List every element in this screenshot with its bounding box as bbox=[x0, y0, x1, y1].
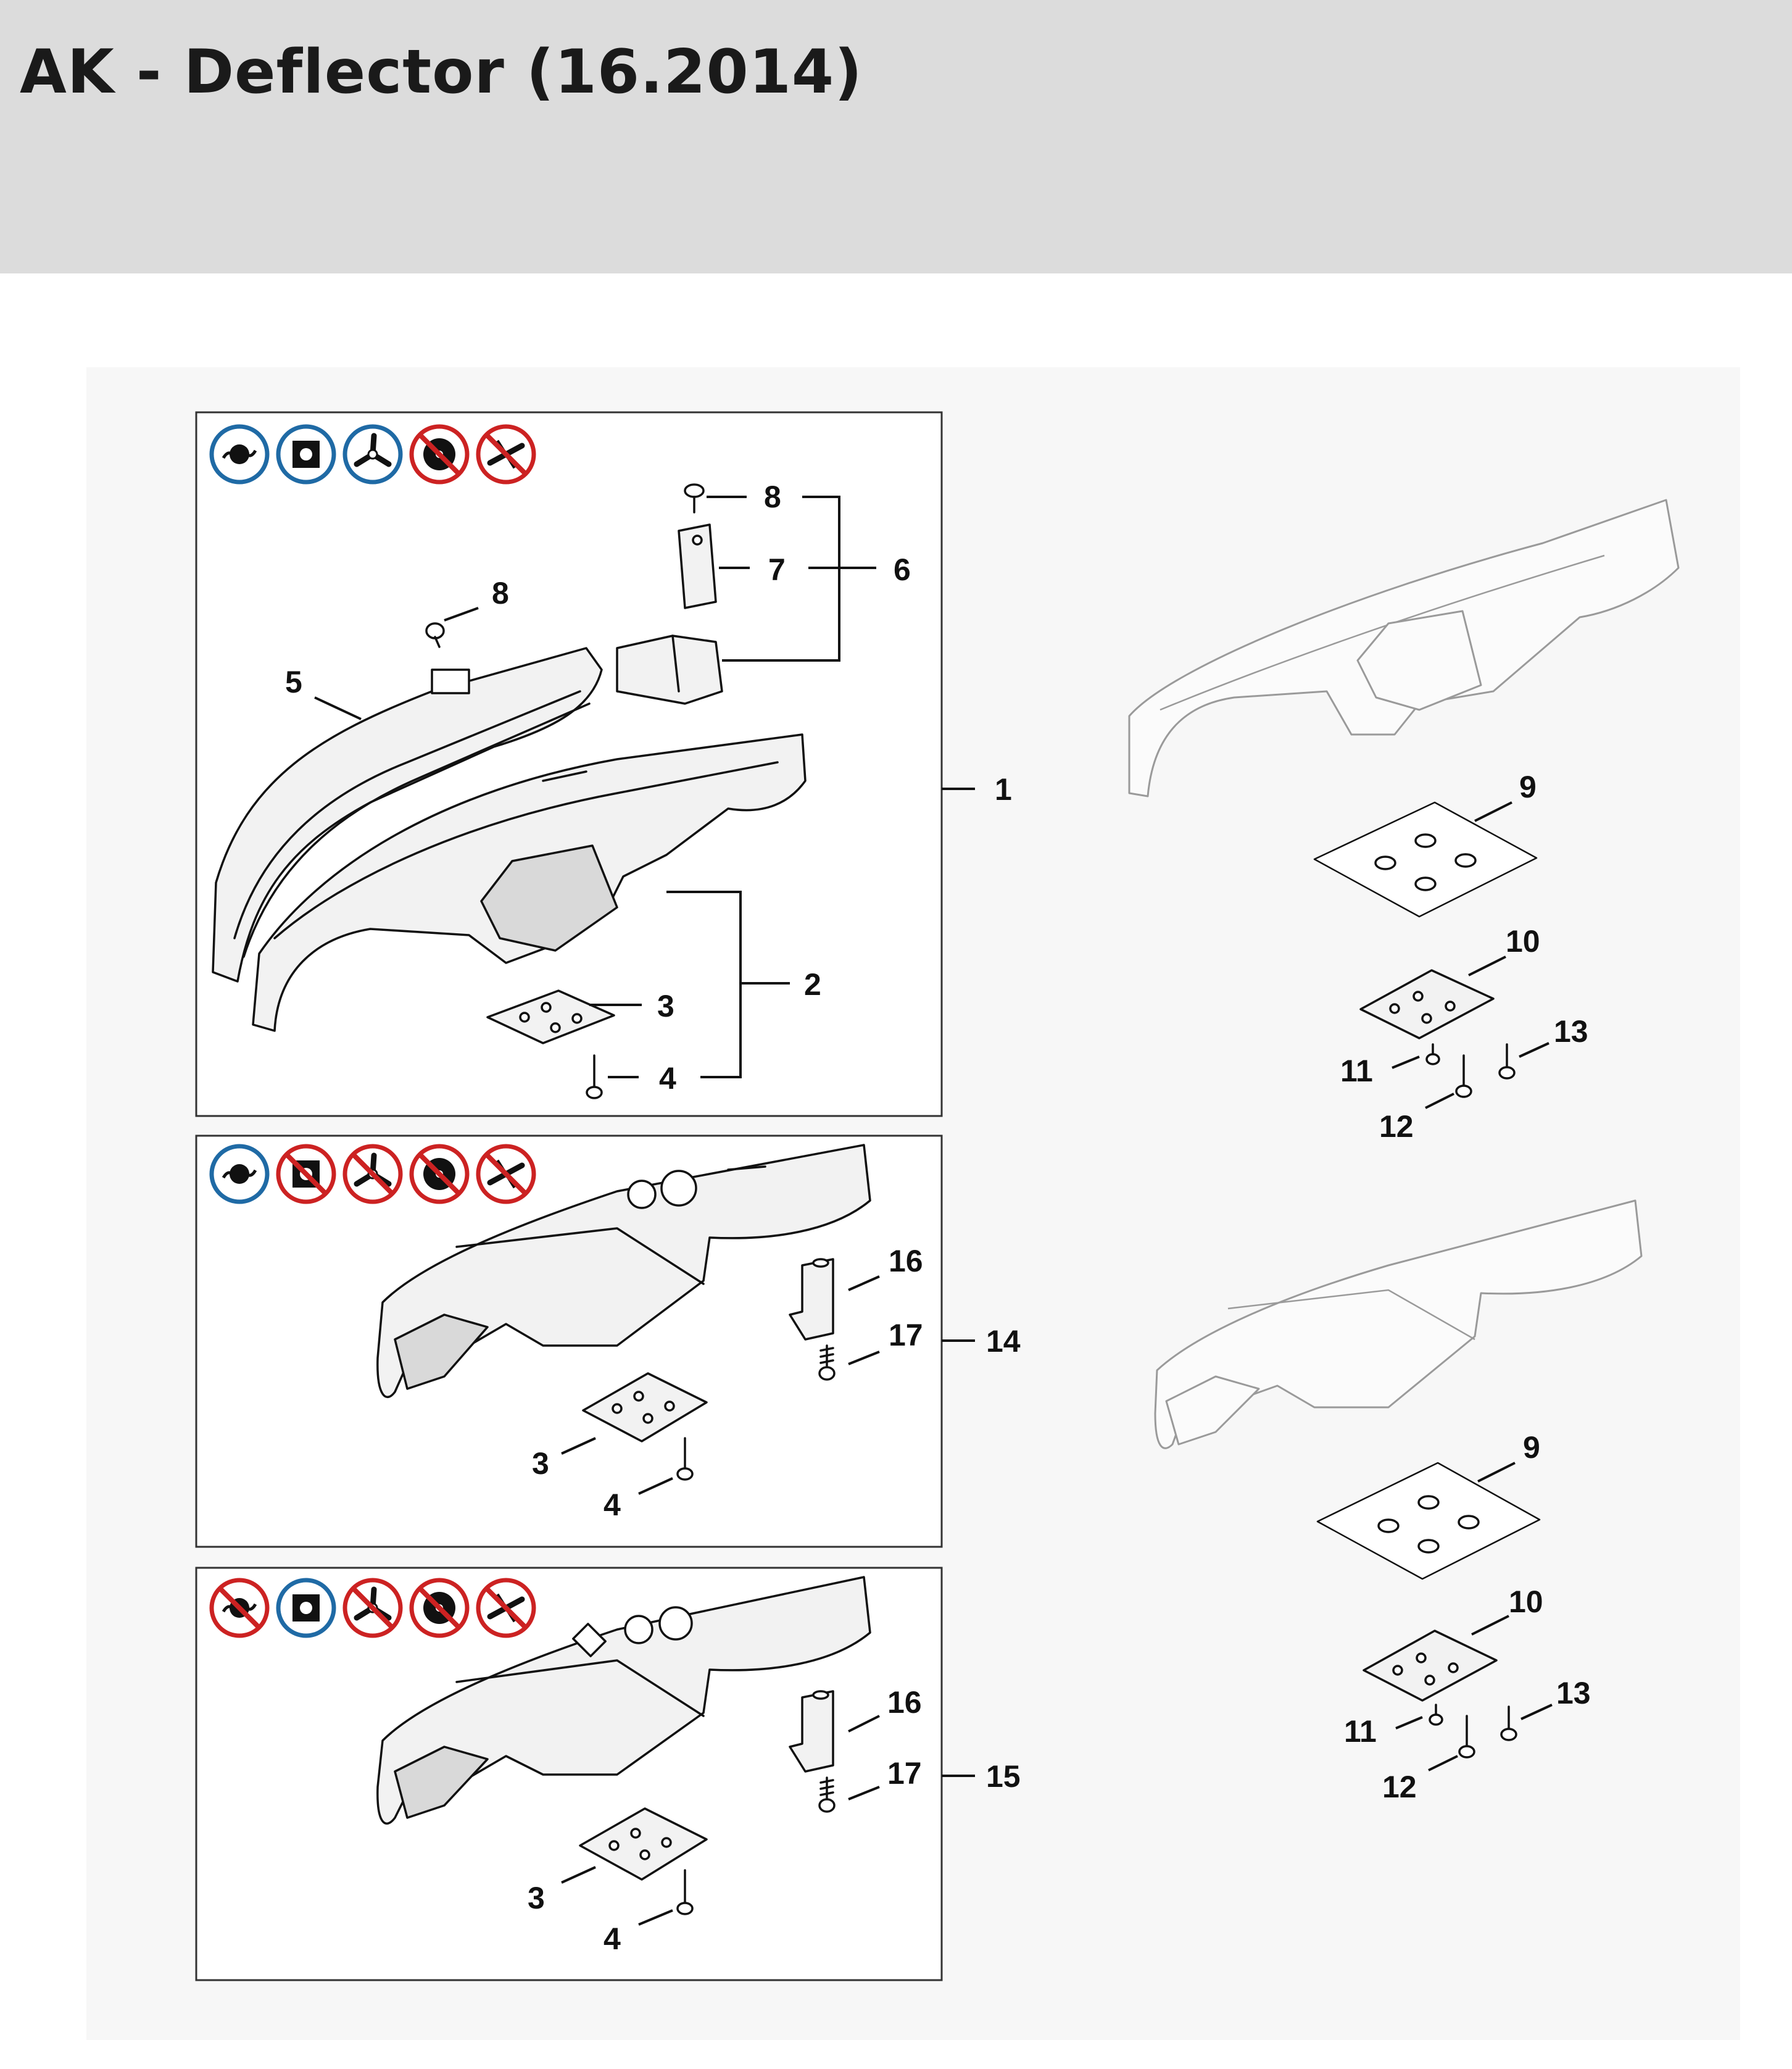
callout-11-b: 11 bbox=[1344, 1714, 1377, 1749]
callout-5: 5 bbox=[285, 665, 302, 699]
bracket-part-16-b[interactable] bbox=[789, 1690, 834, 1773]
bracket-part-16-a[interactable] bbox=[789, 1258, 834, 1341]
two-blade-icon bbox=[476, 1144, 536, 1204]
saw-blade-icon bbox=[409, 1578, 470, 1638]
deflector-part-15[interactable] bbox=[376, 1576, 871, 1825]
callout-6: 6 bbox=[894, 552, 911, 587]
callout-3-c: 3 bbox=[528, 1881, 545, 1915]
callout-4-a: 4 bbox=[659, 1061, 676, 1096]
saw-blade-icon bbox=[409, 1144, 470, 1204]
polycut-head-icon bbox=[276, 1144, 336, 1204]
three-blade-icon bbox=[342, 1578, 403, 1638]
screw-part-13-a[interactable] bbox=[1498, 1043, 1516, 1080]
screw-part-8-upper[interactable] bbox=[684, 483, 705, 514]
callout-16-b: 16 bbox=[887, 1685, 922, 1720]
reference-deflector-top bbox=[1128, 499, 1680, 797]
screw-part-4[interactable] bbox=[586, 1054, 603, 1099]
deflector-part-14[interactable] bbox=[376, 1144, 871, 1399]
icon-row-panel-2 bbox=[209, 1144, 536, 1204]
deflector-part-2[interactable] bbox=[252, 733, 807, 1032]
callout-8-lower: 8 bbox=[492, 576, 509, 610]
two-blade-icon bbox=[476, 1578, 536, 1638]
page-title: AK - Deflector (16.2014) bbox=[20, 37, 863, 107]
icon-row-panel-3 bbox=[209, 1578, 536, 1638]
callout-13-b: 13 bbox=[1556, 1676, 1591, 1710]
screw-part-12-a[interactable] bbox=[1455, 1054, 1472, 1098]
callout-15: 15 bbox=[986, 1759, 1021, 1794]
mowing-head-icon bbox=[209, 1144, 270, 1204]
three-blade-icon bbox=[342, 1144, 403, 1204]
mounting-block-part-6[interactable] bbox=[616, 635, 723, 705]
screw-part-17-b[interactable] bbox=[818, 1776, 836, 1813]
callout-10-b: 10 bbox=[1509, 1584, 1543, 1619]
plate-part-10-a[interactable] bbox=[1359, 969, 1495, 1039]
callout-11-a: 11 bbox=[1340, 1054, 1373, 1088]
callout-12-a: 12 bbox=[1379, 1109, 1414, 1144]
callout-16-a: 16 bbox=[889, 1244, 923, 1278]
screw-part-17-a[interactable] bbox=[818, 1344, 836, 1381]
icon-row-panel-1 bbox=[209, 424, 536, 485]
polycut-head-icon bbox=[276, 1578, 336, 1638]
polycut-head-icon bbox=[276, 424, 336, 485]
gasket-part-9-a[interactable] bbox=[1313, 801, 1538, 918]
plate-part-3-c[interactable] bbox=[579, 1807, 708, 1881]
gasket-part-9-b[interactable] bbox=[1316, 1462, 1541, 1580]
callout-13-a: 13 bbox=[1554, 1014, 1588, 1049]
screw-part-13-b[interactable] bbox=[1500, 1705, 1517, 1741]
callout-9-a: 9 bbox=[1519, 770, 1537, 804]
reference-deflector-bottom bbox=[1154, 1199, 1643, 1449]
page-header: AK - Deflector (16.2014) bbox=[0, 0, 1792, 273]
mowing-head-icon bbox=[209, 1578, 270, 1638]
callout-9-b: 9 bbox=[1523, 1430, 1540, 1465]
plate-part-10-b[interactable] bbox=[1363, 1630, 1498, 1702]
screw-part-4-b[interactable] bbox=[676, 1437, 694, 1481]
three-blade-icon bbox=[342, 424, 403, 485]
bracket-part-7[interactable] bbox=[678, 523, 717, 609]
callout-14: 14 bbox=[986, 1324, 1021, 1359]
callout-3-a: 3 bbox=[657, 989, 674, 1023]
deflector-extension-part-5[interactable] bbox=[212, 647, 603, 983]
screw-part-4-c[interactable] bbox=[676, 1869, 694, 1915]
screw-part-11-b[interactable] bbox=[1429, 1704, 1443, 1726]
callout-1: 1 bbox=[995, 772, 1012, 807]
callout-8-upper: 8 bbox=[764, 480, 781, 514]
callout-4-b: 4 bbox=[604, 1488, 621, 1522]
callout-17-a: 17 bbox=[889, 1318, 923, 1352]
two-blade-icon bbox=[476, 424, 536, 485]
callout-2: 2 bbox=[804, 967, 821, 1002]
callout-4-c: 4 bbox=[604, 1921, 621, 1956]
callout-10-a: 10 bbox=[1506, 924, 1540, 959]
saw-blade-icon bbox=[409, 424, 470, 485]
callout-3-b: 3 bbox=[532, 1446, 549, 1481]
callout-12-b: 12 bbox=[1382, 1770, 1417, 1804]
plate-part-3-b[interactable] bbox=[582, 1372, 708, 1442]
screw-part-12-b[interactable] bbox=[1458, 1715, 1475, 1759]
mowing-head-icon bbox=[209, 424, 270, 485]
screw-part-11-a[interactable] bbox=[1425, 1043, 1440, 1065]
callout-7: 7 bbox=[768, 552, 786, 587]
callout-17-b: 17 bbox=[887, 1756, 922, 1791]
screw-part-8-lower[interactable] bbox=[425, 622, 445, 648]
plate-part-3[interactable] bbox=[486, 989, 615, 1044]
